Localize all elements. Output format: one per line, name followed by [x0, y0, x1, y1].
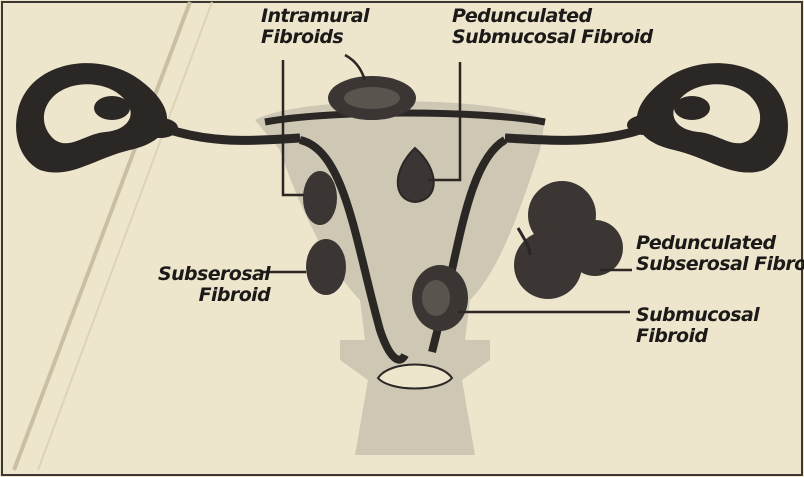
ovary-left-follicle	[94, 96, 130, 120]
fibroid-intramural-top-highlight	[344, 87, 400, 109]
uterus-body	[255, 101, 545, 455]
label-intramural: Intramural Fibroids	[261, 6, 369, 48]
ovary-left-fimbria	[142, 118, 178, 138]
label-pedunculated-submucosal-line2: Submucosal Fibroid	[452, 27, 653, 48]
label-pedunculated-submucosal-line1: Pedunculated	[452, 6, 653, 27]
ovary-right-follicle	[674, 96, 710, 120]
label-pedunculated-subserosal-line1: Pedunculated	[636, 233, 804, 254]
label-subserosal-line1: Subserosal	[158, 264, 270, 285]
fibroid-pedunculated-subserosal	[514, 181, 623, 299]
label-submucosal-line2: Fibroid	[636, 326, 759, 347]
label-submucosal-line1: Submucosal	[636, 305, 759, 326]
leader-intramural-top	[345, 55, 365, 80]
fibroid-intramural-left	[303, 171, 337, 225]
label-subserosal-line2: Fibroid	[158, 285, 270, 306]
fibroid-submucosal-highlight	[422, 280, 450, 316]
label-intramural-line1: Intramural	[261, 6, 369, 27]
label-pedunculated-subserosal-line2: Subserosal Fibroid	[636, 254, 804, 275]
fibroid-subserosal	[306, 239, 346, 295]
label-pedunculated-submucosal: Pedunculated Submucosal Fibroid	[452, 6, 653, 48]
label-subserosal: Subserosal Fibroid	[158, 264, 270, 306]
ovary-right-fimbria	[627, 115, 663, 135]
label-submucosal: Submucosal Fibroid	[636, 305, 759, 347]
label-pedunculated-subserosal: Pedunculated Subserosal Fibroid	[636, 233, 804, 275]
label-intramural-line2: Fibroids	[261, 27, 369, 48]
